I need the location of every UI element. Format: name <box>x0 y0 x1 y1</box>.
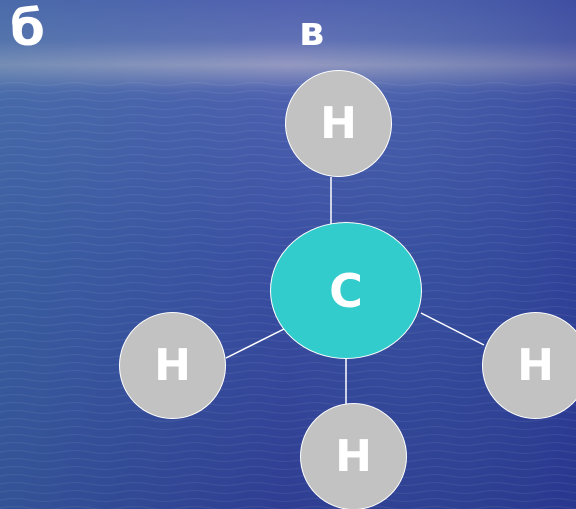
bond-left <box>225 328 285 359</box>
panel-label-v: в <box>299 9 325 55</box>
bond-right <box>420 312 485 346</box>
hydrogen-atom-right: H <box>482 312 576 419</box>
hydrogen-atom-left: H <box>119 312 226 419</box>
panel-label-b: б <box>10 0 45 57</box>
hydrogen-atom-bottom: H <box>300 403 407 509</box>
hydrogen-atom-top: H <box>285 70 392 177</box>
carbon-atom: C <box>270 222 422 359</box>
